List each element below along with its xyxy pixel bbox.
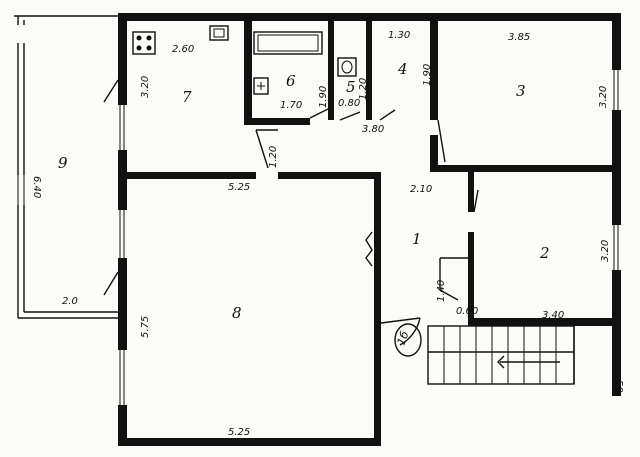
room-6-label: 6 (286, 72, 296, 90)
dim-r9-depth: 6.40 (31, 176, 42, 198)
dim-r4-depth: 1.90 (422, 64, 433, 86)
dim-r3-depth: 3.20 (598, 86, 609, 108)
fixtures (132, 25, 575, 385)
dim-hall: 2.10 (410, 184, 432, 195)
room-7-label: 7 (182, 88, 192, 106)
dim-stair: 50 (613, 380, 624, 393)
doors (103, 79, 479, 346)
loggia-outline (14, 15, 120, 319)
room-labels: 7 6 5 4 3 1 2 8 9 (58, 60, 550, 322)
dim-closet-depth: 1.40 (436, 280, 447, 302)
dim-r7-depth: 3.20 (140, 76, 151, 98)
dim-r4-width: 1.30 (388, 30, 410, 41)
windows (14, 25, 624, 405)
room-8-label: 8 (232, 304, 242, 322)
room-4-label: 4 (397, 60, 408, 78)
room-1-label: 1 (412, 230, 422, 248)
dim-r6-depth: 1.90 (318, 86, 329, 108)
dim-closet-width: 0.60 (456, 306, 478, 317)
dim-door: 1.20 (268, 146, 279, 168)
room-9-label: 9 (58, 154, 68, 172)
interior-walls (118, 20, 621, 326)
apartment-stamp: 1б (394, 323, 422, 357)
dim-r5-depth: 1.20 (358, 78, 369, 100)
dim-r3-width: 3.85 (508, 32, 530, 43)
dim-r9-width: 2.0 (62, 296, 78, 307)
dim-r7-width: 2.60 (172, 44, 194, 55)
dim-r6-width: 1.70 (280, 100, 302, 111)
dim-corridor: 3.80 (362, 124, 384, 135)
dim-r8-depth: 5.75 (140, 316, 151, 338)
dimension-labels: 2.60 3.20 1.70 1.90 0.80 1.20 1.30 1.90 … (31, 30, 624, 438)
dim-r2-width: 3.40 (542, 310, 564, 321)
dim-r2-depth: 3.20 (600, 240, 611, 262)
room-2-label: 2 (539, 244, 550, 262)
dim-r5-width: 0.80 (338, 98, 360, 109)
dim-r8-top: 5.25 (228, 182, 250, 193)
dim-r8-bottom: 5.25 (228, 427, 250, 438)
room-3-label: 3 (516, 82, 526, 100)
room-5-label: 5 (346, 78, 356, 96)
apartment-number: 1б (395, 329, 412, 347)
